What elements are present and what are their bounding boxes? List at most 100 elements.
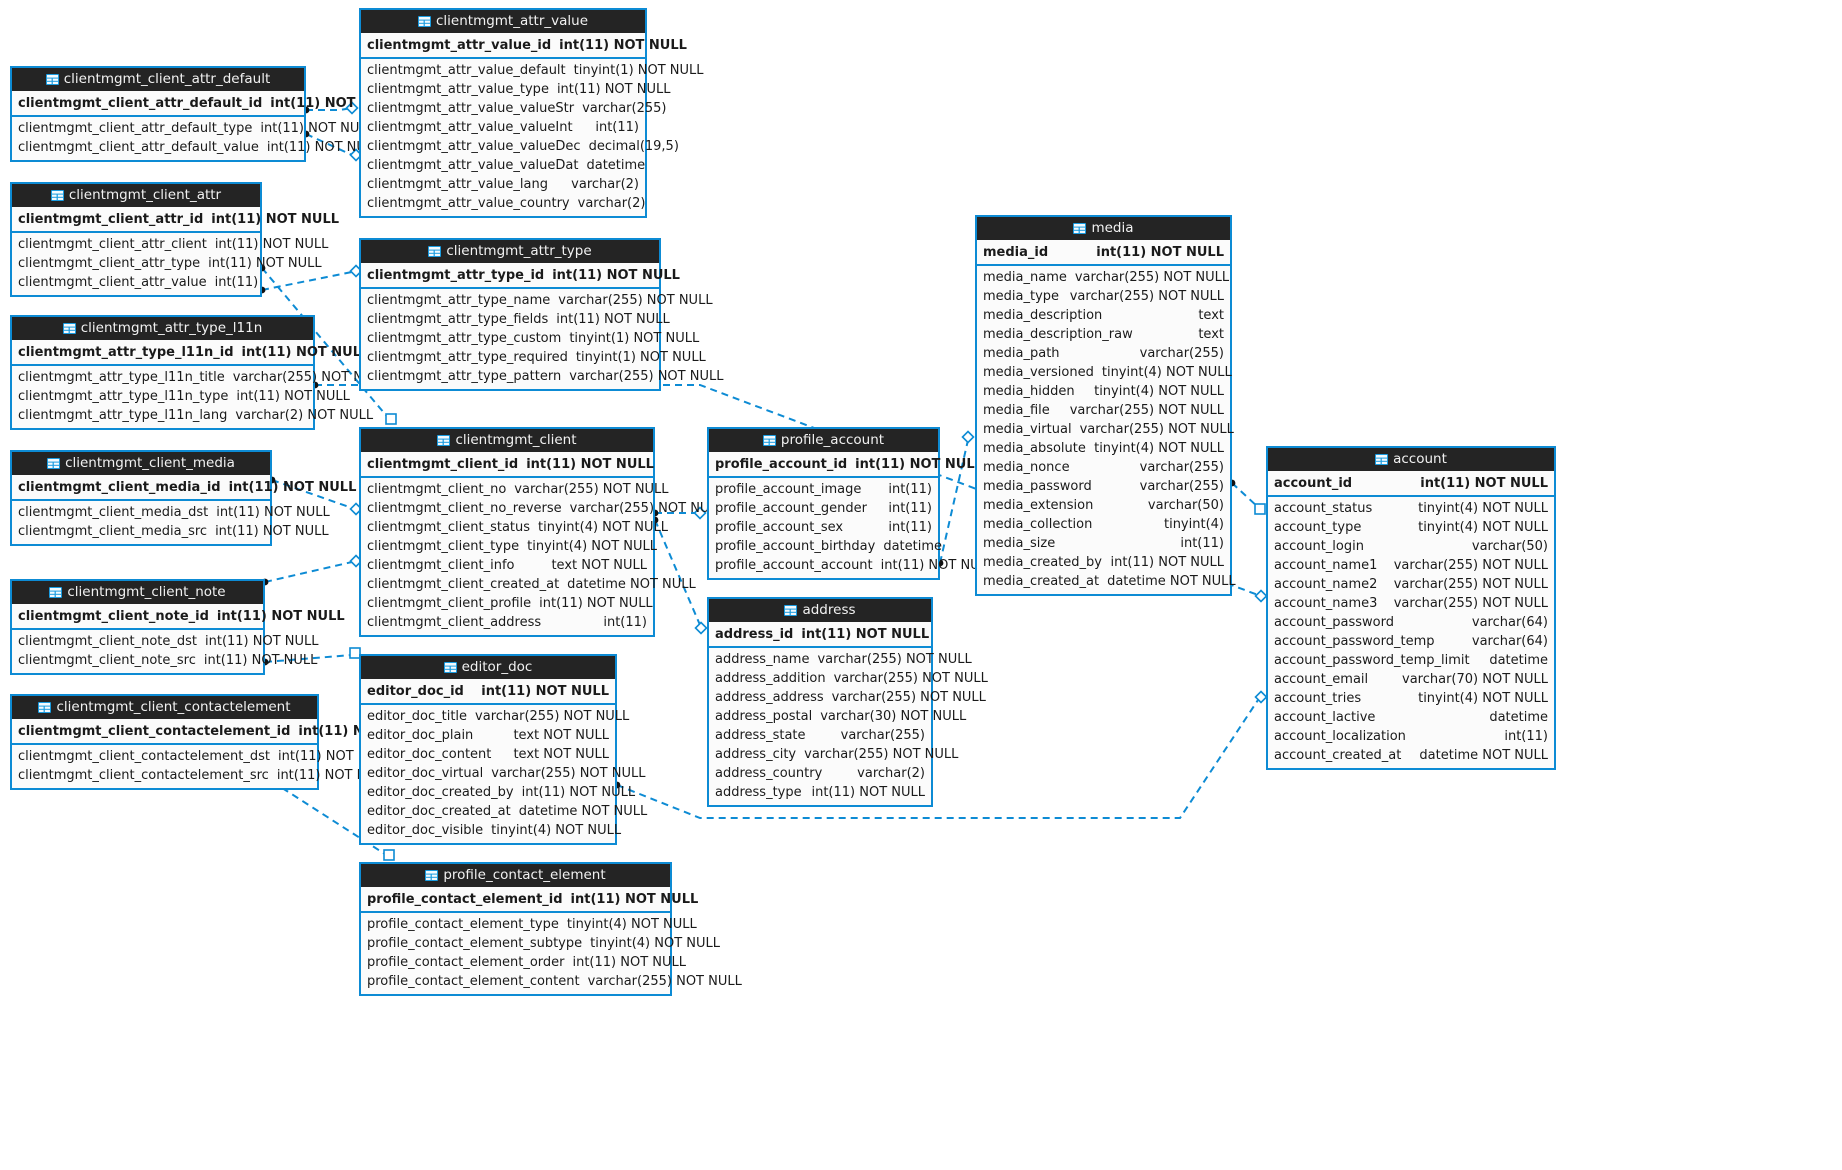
- table-header-clientmgmt_attr_type[interactable]: clientmgmt_attr_type: [361, 240, 659, 263]
- table-header-account[interactable]: account: [1268, 448, 1554, 471]
- table-header-clientmgmt_client_contactelement[interactable]: clientmgmt_client_contactelement: [12, 696, 317, 719]
- table-header-profile_contact_element[interactable]: profile_contact_element: [361, 864, 670, 887]
- table-header-clientmgmt_client_attr[interactable]: clientmgmt_client_attr: [12, 184, 260, 207]
- table-header-clientmgmt_attr_value[interactable]: clientmgmt_attr_value: [361, 10, 645, 33]
- table-header-address[interactable]: address: [709, 599, 931, 622]
- table-header-profile_account[interactable]: profile_account: [709, 429, 938, 452]
- table-clientmgmt_client_attr_default[interactable]: clientmgmt_client_attr_default clientmgmt…: [10, 66, 398, 162]
- table-header-media[interactable]: media: [977, 217, 1230, 240]
- table-header-clientmgmt_client[interactable]: clientmgmt_client: [361, 429, 653, 452]
- table-header-clientmgmt_attr_type_l11n[interactable]: clientmgmt_attr_type_l11n: [12, 317, 313, 340]
- table-header-clientmgmt_client_attr_default[interactable]: clientmgmt_client_attr_default: [12, 68, 304, 91]
- table-header-clientmgmt_client_media[interactable]: clientmgmt_client_media: [12, 452, 270, 475]
